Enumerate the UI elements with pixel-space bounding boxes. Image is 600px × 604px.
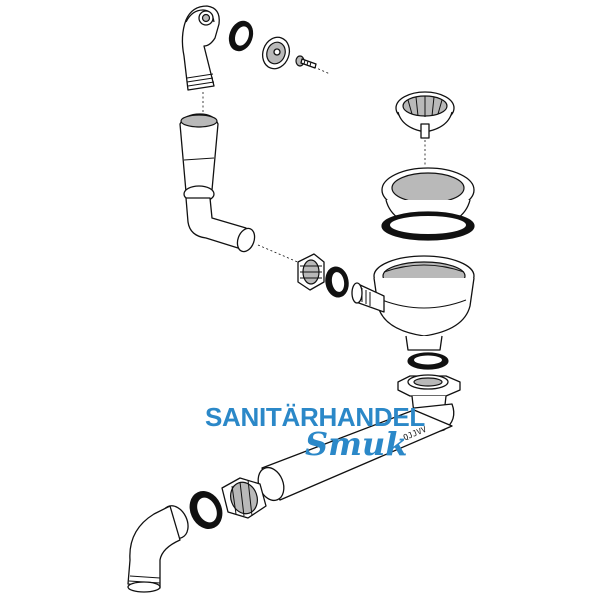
drain-pipe	[257, 403, 455, 502]
overflow-cover-plate	[261, 36, 291, 70]
overflow-head	[181, 5, 220, 91]
overflow-gasket	[228, 20, 254, 52]
union-nut	[397, 374, 461, 415]
watermark-line-2: Smuk	[305, 425, 408, 463]
flange-gasket	[381, 211, 475, 241]
overflow-screw	[295, 55, 317, 69]
hose-seal-ring	[325, 266, 349, 298]
overflow-elbow	[183, 185, 256, 253]
outlet-seal-ring	[407, 352, 449, 370]
hose-nut	[297, 253, 325, 291]
overflow-hose	[179, 113, 219, 193]
outlet-bend	[127, 505, 189, 593]
watermark-line-1: SANITÄRHANDEL	[205, 402, 425, 432]
watermark-logo: SANITÄRHANDEL Smuk	[205, 402, 425, 472]
drain-body	[351, 255, 475, 351]
strainer-flange	[381, 167, 475, 229]
pipe-nut	[221, 477, 267, 519]
strainer-basket	[395, 91, 455, 139]
assembly-guide-lines	[202, 66, 426, 264]
pipe-seal-ring	[189, 491, 223, 529]
